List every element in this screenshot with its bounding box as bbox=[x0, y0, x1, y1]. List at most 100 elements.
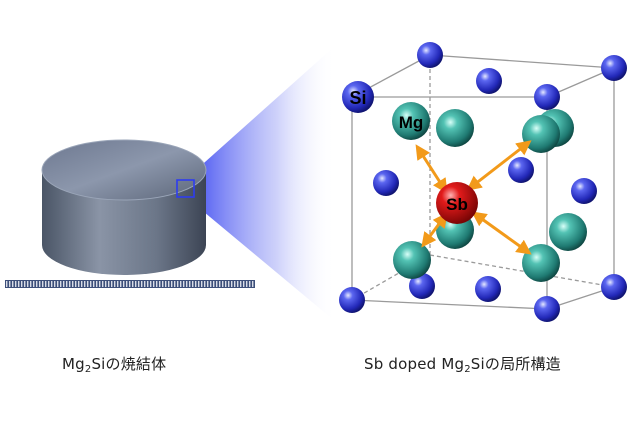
ruler-tick bbox=[195, 281, 197, 287]
ruler-tick bbox=[219, 281, 221, 287]
si-atom bbox=[409, 273, 435, 299]
ruler-tick bbox=[18, 281, 20, 287]
mg-atom bbox=[436, 109, 474, 147]
ruler-tick bbox=[234, 281, 236, 287]
ruler-tick bbox=[45, 281, 47, 287]
ruler-tick bbox=[90, 281, 92, 287]
ruler-tick bbox=[75, 281, 77, 287]
right-caption-subscript: 2 bbox=[464, 364, 471, 375]
ruler-tick bbox=[228, 281, 230, 287]
ruler-tick bbox=[132, 281, 134, 287]
ruler-tick bbox=[57, 281, 59, 287]
si-atom bbox=[339, 287, 365, 313]
ruler-tick bbox=[87, 281, 89, 287]
right-caption-suffix: Siの局所構造 bbox=[470, 355, 561, 373]
ruler-tick bbox=[180, 281, 182, 287]
si-atom bbox=[601, 55, 627, 81]
ruler-tick bbox=[156, 281, 158, 287]
ruler-tick bbox=[36, 281, 38, 287]
ruler-tick bbox=[240, 281, 242, 287]
ruler-tick bbox=[138, 281, 140, 287]
ruler-tick bbox=[243, 281, 245, 287]
ruler-tick bbox=[129, 281, 131, 287]
bond-arrows bbox=[415, 140, 532, 255]
ruler-tick bbox=[249, 281, 251, 287]
si-label: Si bbox=[349, 88, 366, 108]
ruler-tick bbox=[102, 281, 104, 287]
magnified-region-box bbox=[176, 179, 195, 198]
mg-label-atom bbox=[392, 102, 430, 140]
ruler-tick bbox=[81, 281, 83, 287]
sb-label: Sb bbox=[446, 195, 468, 214]
ruler-tick bbox=[66, 281, 68, 287]
mg-atom bbox=[522, 244, 560, 282]
ruler-tick bbox=[39, 281, 41, 287]
ruler-tick bbox=[12, 281, 14, 287]
mg-atom bbox=[549, 213, 587, 251]
ruler-tick bbox=[42, 281, 44, 287]
ruler-tick bbox=[171, 281, 173, 287]
ruler-tick bbox=[96, 281, 98, 287]
ruler-tick bbox=[60, 281, 62, 287]
ruler-tick bbox=[201, 281, 203, 287]
magnifier-beam bbox=[186, 45, 336, 322]
ruler-tick bbox=[21, 281, 23, 287]
ruler-tick bbox=[111, 281, 113, 287]
ruler-tick bbox=[252, 281, 254, 287]
sintered-pellet bbox=[41, 139, 207, 275]
ruler-tick bbox=[231, 281, 233, 287]
ruler-tick bbox=[168, 281, 170, 287]
ruler-tick bbox=[246, 281, 248, 287]
si-atom bbox=[476, 68, 502, 94]
ruler-tick bbox=[78, 281, 80, 287]
ruler-tick bbox=[189, 281, 191, 287]
ruler-tick bbox=[126, 281, 128, 287]
ruler-tick bbox=[222, 281, 224, 287]
ruler-tick bbox=[165, 281, 167, 287]
ruler-tick bbox=[213, 281, 215, 287]
ruler-tick bbox=[153, 281, 155, 287]
ruler-tick bbox=[135, 281, 137, 287]
mg-label: Mg bbox=[399, 113, 424, 132]
ruler-tick bbox=[225, 281, 227, 287]
ruler-tick bbox=[120, 281, 122, 287]
ruler-tick bbox=[72, 281, 74, 287]
ruler-tick bbox=[54, 281, 56, 287]
ruler-tick bbox=[162, 281, 164, 287]
si-atom bbox=[571, 178, 597, 204]
si-atom bbox=[508, 157, 534, 183]
ruler-tick bbox=[9, 281, 11, 287]
ruler-tick bbox=[186, 281, 188, 287]
ruler-tick bbox=[84, 281, 86, 287]
left-caption-subscript: 2 bbox=[84, 364, 92, 375]
si-atom bbox=[534, 84, 560, 110]
ruler-tick bbox=[48, 281, 50, 287]
right-caption-prefix: Sb doped Mg bbox=[364, 355, 465, 373]
ruler-tick bbox=[123, 281, 125, 287]
sb-atom bbox=[436, 182, 478, 224]
si-atoms bbox=[339, 42, 627, 322]
left-caption-prefix: Mg bbox=[62, 355, 85, 373]
ruler-tick bbox=[192, 281, 194, 287]
ruler-tick bbox=[15, 281, 17, 287]
ruler-tick bbox=[33, 281, 35, 287]
ruler-tick bbox=[174, 281, 176, 287]
mg-atom bbox=[522, 115, 560, 153]
ruler-scale bbox=[5, 280, 255, 288]
ruler-tick bbox=[159, 281, 161, 287]
ruler-tick bbox=[147, 281, 149, 287]
ruler-tick bbox=[69, 281, 71, 287]
ruler-tick bbox=[51, 281, 53, 287]
left-caption-suffix: Siの焼結体 bbox=[91, 355, 167, 373]
ruler-tick bbox=[198, 281, 200, 287]
ruler-tick bbox=[108, 281, 110, 287]
ruler-tick bbox=[177, 281, 179, 287]
ruler-tick bbox=[93, 281, 95, 287]
ruler-tick bbox=[30, 281, 32, 287]
ruler-tick bbox=[150, 281, 152, 287]
si-atom bbox=[475, 276, 501, 302]
ruler-tick bbox=[237, 281, 239, 287]
ruler-tick bbox=[144, 281, 146, 287]
ruler-tick bbox=[63, 281, 65, 287]
